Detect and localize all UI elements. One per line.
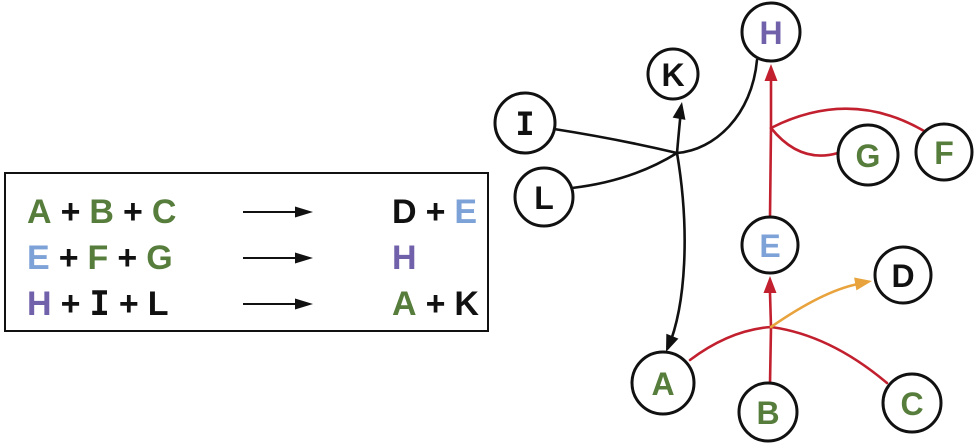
edge-I-junction-HIL: [552, 127, 679, 155]
reactants-1: A+B+C: [27, 195, 176, 229]
species-letter-A: A: [392, 285, 417, 323]
node-label-K: K: [661, 57, 684, 93]
products-2: H: [392, 241, 417, 275]
species-letter-E: E: [454, 193, 478, 231]
species-letter-E: E: [27, 239, 50, 277]
node-label-G: G: [856, 138, 881, 174]
node-F: [914, 122, 974, 182]
node-label-F: F: [934, 135, 954, 171]
species-letter-H: H: [27, 285, 52, 323]
node-label-D: D: [891, 258, 914, 294]
arrowhead-junction-HIL-A: [666, 333, 679, 352]
edge-F-junction-EFG: [769, 107, 926, 133]
plus-sign: +: [122, 193, 143, 231]
plus-sign: +: [60, 193, 81, 231]
plus-sign: +: [425, 193, 446, 231]
species-letter-B: B: [89, 193, 114, 231]
node-label-B: B: [756, 395, 779, 431]
node-D: [873, 245, 933, 305]
arrowhead-junction-ABC-D: [854, 277, 872, 291]
right-arrow-icon: [243, 252, 313, 264]
species-letter-L: L: [147, 285, 169, 323]
species-letter-A: A: [27, 193, 52, 231]
arrowhead-junction-ABC-E: [763, 276, 777, 293]
edge-B-junction-ABC: [768, 325, 773, 386]
reactants-3: H+I+L: [27, 287, 169, 321]
plus-sign: +: [60, 285, 81, 323]
edge-G-junction-EFG: [769, 126, 840, 157]
edge-junction-ABC-D: [769, 282, 860, 329]
plus-sign: +: [118, 285, 139, 323]
node-G: [836, 123, 900, 187]
species-letter-C: C: [151, 193, 177, 231]
edge-junction-ABC-E: [768, 291, 773, 329]
arrowhead-junction-EFG-H: [764, 64, 778, 81]
edge-H-junction-HIL: [675, 58, 759, 155]
plus-sign: +: [117, 239, 138, 277]
node-A: [630, 350, 696, 416]
edge-L-junction-HIL: [570, 151, 679, 190]
species-letter-F: F: [87, 239, 109, 277]
right-arrow-icon: [243, 206, 313, 218]
products-3: A+K: [392, 287, 479, 321]
node-C: [881, 372, 943, 434]
plus-sign: +: [425, 285, 446, 323]
node-L: [513, 166, 575, 228]
right-arrow-icon: [243, 298, 313, 310]
products-1: D+E: [392, 195, 477, 229]
node-I: [493, 91, 557, 155]
edge-junction-HIL-A: [666, 151, 686, 350]
reactants-2: E+F+G: [27, 241, 173, 275]
species-letter-H: H: [392, 239, 417, 277]
edge-C-junction-ABC: [769, 325, 889, 385]
node-label-C: C: [900, 386, 923, 422]
species-letter-G: G: [146, 239, 173, 277]
node-H: [740, 1, 802, 63]
node-label-I: I: [515, 105, 534, 143]
species-letter-D: D: [392, 193, 417, 231]
edge-A-junction-ABC: [688, 325, 773, 362]
edge-E-junction-EFG: [768, 126, 773, 219]
node-K: [646, 47, 700, 101]
node-label-L: L: [534, 180, 554, 216]
node-label-H: H: [759, 15, 782, 51]
plus-sign: +: [58, 239, 79, 277]
arrowhead-junction-HIL-K: [672, 102, 686, 120]
node-label-A: A: [651, 366, 674, 402]
node-label-E: E: [759, 228, 780, 264]
node-E: [740, 215, 800, 275]
species-letter-K: K: [454, 285, 479, 323]
node-B: [737, 381, 799, 443]
species-letter-I: I: [89, 284, 110, 324]
